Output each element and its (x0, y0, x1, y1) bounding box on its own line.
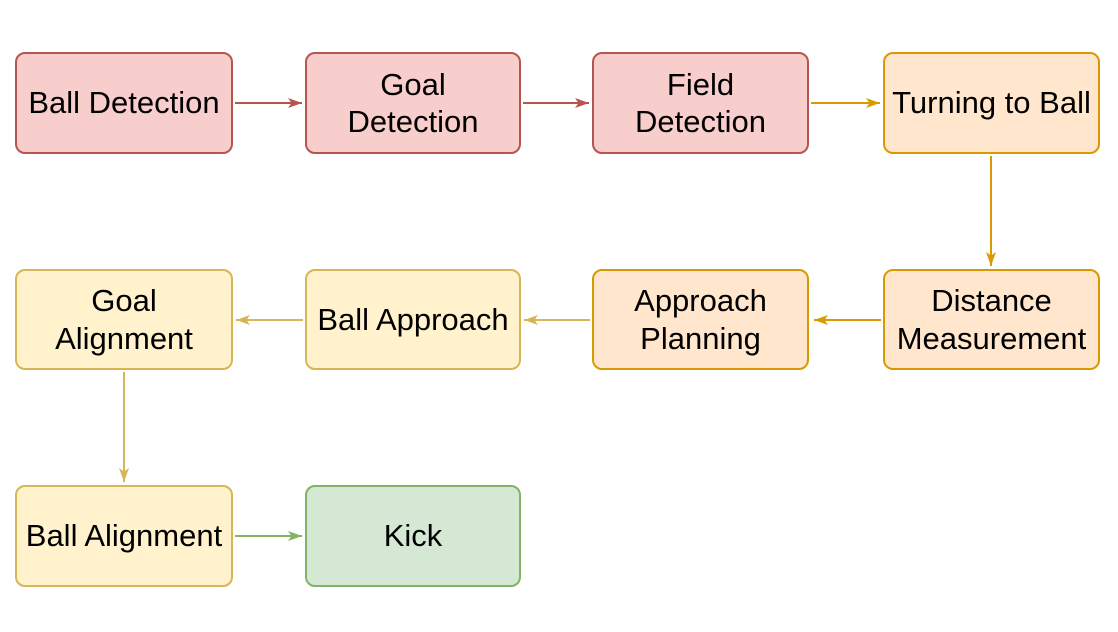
node-goal-detection-label: Goal Detection (347, 66, 479, 139)
node-approach-planning: Approach Planning (592, 269, 809, 370)
node-distance-measurement: Distance Measurement (883, 269, 1100, 370)
node-ball-detection-label: Ball Detection (28, 85, 220, 121)
node-kick-label: Kick (383, 518, 443, 554)
node-goal-alignment-label: Goal Alignment (55, 283, 193, 356)
node-ball-approach-label: Ball Approach (317, 301, 509, 337)
node-kick: Kick (305, 485, 521, 587)
node-approach-planning-label: Approach Planning (634, 283, 767, 356)
node-ball-detection: Ball Detection (15, 52, 233, 154)
node-goal-alignment: Goal Alignment (15, 269, 233, 370)
node-ball-approach: Ball Approach (305, 269, 521, 370)
node-goal-detection: Goal Detection (305, 52, 521, 154)
node-field-detection: Field Detection (592, 52, 809, 154)
node-field-detection-label: Field Detection (635, 66, 766, 139)
node-turning-to-ball: Turning to Ball (883, 52, 1100, 154)
node-ball-alignment: Ball Alignment (15, 485, 233, 587)
node-ball-alignment-label: Ball Alignment (25, 518, 223, 554)
node-distance-measurement-label: Distance Measurement (896, 283, 1087, 356)
node-turning-to-ball-label: Turning to Ball (892, 85, 1091, 121)
